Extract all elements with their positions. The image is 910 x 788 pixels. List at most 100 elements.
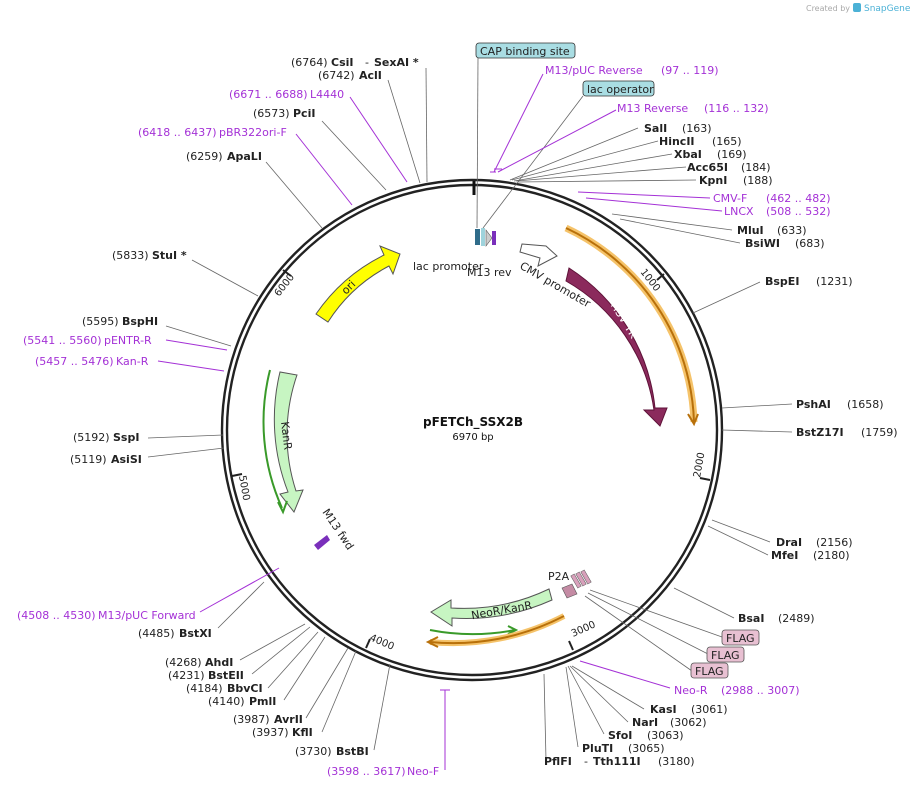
svg-text:BstZ17I: BstZ17I (796, 426, 844, 439)
primer-pentr-r[interactable]: (5541 .. 5560)pENTR-R (23, 334, 152, 347)
svg-text:(3061): (3061) (691, 703, 728, 716)
svg-text:MluI: MluI (737, 224, 764, 237)
m13-rev-label: M13 rev (467, 266, 512, 279)
svg-text:BstBI: BstBI (336, 745, 369, 758)
site-pluti[interactable]: PluTI(3065) (582, 742, 665, 755)
hsv-tk-feature (565, 267, 668, 427)
svg-text:(6418 .. 6437): (6418 .. 6437) (138, 126, 217, 139)
primer-neo-r[interactable]: Neo-R(2988 .. 3007) (674, 684, 800, 697)
site-stui[interactable]: (5833)StuI * (112, 249, 187, 262)
cmv-promoter-feature (519, 243, 558, 267)
svg-text:(5595): (5595) (82, 315, 119, 328)
site-kpni[interactable]: KpnI(188) (699, 174, 773, 187)
svg-text:AvrII: AvrII (274, 713, 303, 726)
site-bstz17i[interactable]: BstZ17I(1759) (796, 426, 898, 439)
svg-text:CsiI: CsiI (331, 56, 353, 69)
flag-box-2 (706, 646, 745, 663)
site-avrii[interactable]: (3987)AvrII (233, 713, 303, 726)
flag-block-3 (580, 569, 592, 585)
site-ahdi[interactable]: (4268)AhdI (165, 656, 233, 669)
site-mlui[interactable]: MluI(633) (737, 224, 807, 237)
flag-box-1 (721, 629, 760, 646)
primer-lncx[interactable]: LNCX(508 .. 532) (724, 205, 831, 218)
svg-text:(2180): (2180) (813, 549, 850, 562)
site-kasi[interactable]: KasI(3061) (650, 703, 728, 716)
site-bstxi[interactable]: (4485) BstXI (138, 627, 212, 640)
neor-orf-green-arc (429, 629, 516, 636)
flag-label-1: FLAG (726, 632, 755, 645)
lac-promoter-label: lac promoter (413, 260, 484, 273)
primer-l4440[interactable]: (6671 .. 6688)L4440 (229, 88, 344, 101)
primer-kan-r[interactable]: (5457 .. 5476)Kan-R (35, 355, 149, 368)
svg-text:4000: 4000 (368, 633, 396, 653)
site-bsiwi[interactable]: BsiWI(683) (745, 237, 825, 250)
site-bsai[interactable]: BsaI(2489) (738, 612, 815, 625)
site-pflfi-tth111i[interactable]: PflFI-Tth111I(3180) (544, 755, 695, 768)
created-by-text: Created by (806, 4, 850, 13)
svg-text:(5833): (5833) (112, 249, 149, 262)
site-bsphi[interactable]: (5595)BspHI (82, 315, 158, 328)
site-csii-sexai[interactable]: (6764)CsiI-SexAI * (291, 56, 419, 69)
plasmid-size: 6970 bp (452, 432, 493, 443)
site-sfoi[interactable]: SfoI(3063) (608, 729, 684, 742)
svg-text:SalI: SalI (644, 122, 667, 135)
site-kfli[interactable]: (3937)KflI (252, 726, 313, 739)
svg-text:-: - (365, 56, 369, 69)
svg-text:(4508 .. 4530): (4508 .. 4530) (17, 609, 96, 622)
site-bstbi[interactable]: (3730)BstBI (295, 745, 369, 758)
primer-m13-reverse[interactable]: M13 Reverse(116 .. 132) (617, 102, 769, 115)
site-drai[interactable]: DraI(2156) (776, 536, 853, 549)
site-sspi[interactable]: (5192)SspI (73, 431, 139, 444)
svg-text:M13 Reverse: M13 Reverse (617, 102, 688, 115)
primer-pbr322ori-f[interactable]: (6418 .. 6437)pBR322ori-F (138, 126, 287, 139)
site-pmli[interactable]: (4140)PmlI (208, 695, 276, 708)
site-pshai[interactable]: PshAI(1658) (796, 398, 884, 411)
svg-text:BspEI: BspEI (765, 275, 799, 288)
svg-text:BsiWI: BsiWI (745, 237, 780, 250)
svg-text:(4485): (4485) (138, 627, 175, 640)
site-bspei[interactable]: BspEI (1231) (765, 275, 853, 288)
site-acli[interactable]: (6742)AclI (318, 69, 382, 82)
primer-bind-arc-top-head (687, 413, 699, 427)
svg-text:(4231): (4231) (168, 669, 205, 682)
svg-text:KflI: KflI (292, 726, 313, 739)
neor-orf-green-head (507, 625, 519, 635)
site-asisi[interactable]: (5119)AsiSI (70, 453, 142, 466)
svg-text:(3065): (3065) (628, 742, 665, 755)
site-hincii[interactable]: HincII(165) (659, 135, 742, 148)
svg-text:pBR322ori-F: pBR322ori-F (219, 126, 287, 139)
svg-text:NarI: NarI (632, 716, 658, 729)
svg-text:BstXI: BstXI (179, 627, 212, 640)
tick-5000: 5000 (231, 473, 251, 502)
site-xbai[interactable]: XbaI(169) (674, 148, 747, 161)
site-sali[interactable]: SalI(163) (644, 122, 712, 135)
primer-bind-arc-top-core (565, 227, 695, 423)
primer-cmv-f[interactable]: CMV-F(462 .. 482) (713, 192, 831, 205)
site-apali[interactable]: (6259)ApaLI (186, 150, 262, 163)
svg-text:(6764): (6764) (291, 56, 328, 69)
p2a-label: P2A (548, 570, 570, 583)
site-nari[interactable]: NarI(3062) (632, 716, 707, 729)
svg-text:-: - (584, 755, 588, 768)
svg-text:BspHI: BspHI (122, 315, 158, 328)
svg-text:(169): (169) (717, 148, 747, 161)
site-pcii[interactable]: (6573)PciI (253, 107, 315, 120)
site-bbvci[interactable]: (4184)BbvCI (186, 682, 263, 695)
kanr-feature (273, 371, 304, 513)
primer-m13-puc-reverse[interactable]: M13/pUC Reverse(97 .. 119) (545, 64, 719, 77)
cap-binding-site-label: CAP binding site (480, 45, 570, 58)
site-acc65i[interactable]: Acc65I(184) (687, 161, 771, 174)
neor-kanr-feature (430, 588, 553, 627)
site-bsteii[interactable]: (4231)BstEII (168, 669, 244, 682)
svg-text:3000: 3000 (570, 619, 598, 639)
svg-text:SspI: SspI (113, 431, 139, 444)
svg-text:DraI: DraI (776, 536, 802, 549)
primer-neo-f[interactable]: (3598 .. 3617)Neo-F (327, 765, 439, 778)
svg-text:BstEII: BstEII (208, 669, 244, 682)
snapgene-brand: SnapGene (864, 4, 910, 14)
svg-text:(2988 .. 3007): (2988 .. 3007) (721, 684, 800, 697)
svg-text:(1231): (1231) (816, 275, 853, 288)
site-mfei[interactable]: MfeI(2180) (771, 549, 850, 562)
flag-block-2 (575, 571, 587, 587)
primer-m13-puc-forward[interactable]: (4508 .. 4530)M13/pUC Forward (17, 609, 196, 622)
